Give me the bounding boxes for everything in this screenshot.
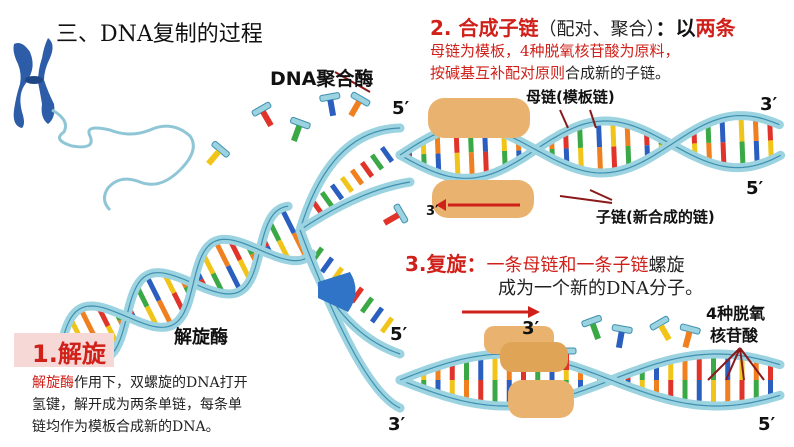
- fork-base: [359, 296, 375, 314]
- nucleotide-base: [658, 324, 672, 342]
- helicase-label: 解旋酶: [174, 327, 228, 348]
- nucleotide-sugar: [251, 101, 272, 117]
- nucleotide-base: [260, 110, 274, 128]
- fork-base: [369, 306, 385, 324]
- pointer-lines: [334, 71, 765, 381]
- nucleotide-base: [615, 331, 625, 349]
- fork-base: [379, 146, 395, 163]
- section2-heading-main: 2. 合成子链: [430, 16, 539, 40]
- fork-base: [339, 176, 355, 193]
- section1-heading: 1.解旋: [32, 340, 106, 368]
- fork-base: [319, 256, 335, 274]
- free-nucleotide: [348, 91, 371, 118]
- fork-base: [349, 168, 365, 186]
- section1-line3: 链均作为模板合成新的DNA。: [32, 419, 220, 435]
- section1-line1-rest: 作用下，双螺旋的DNA打开: [74, 375, 248, 391]
- dna-polymerase-label: DNA聚合酶: [270, 68, 374, 90]
- prime-3-upper-inner: 3′: [426, 204, 439, 219]
- parent-helix-base: [156, 299, 174, 327]
- section3-heading: 3.复旋：: [405, 252, 487, 276]
- section1-line1: 解旋酶作用下，双螺旋的DNA打开: [32, 372, 248, 392]
- chromatin-coil: [51, 108, 195, 212]
- parent-strand-label: 母链(模板链): [526, 88, 615, 106]
- section1-line2: 氢键，解开成为两条单链，每条单: [32, 397, 242, 413]
- section1-heading-box: [14, 333, 114, 367]
- nucleotide-base: [206, 149, 222, 166]
- parent-helix-base: [279, 206, 297, 235]
- free-nucleotide: [581, 314, 603, 340]
- parent-helix-base: [225, 264, 243, 293]
- nucleotide-base: [682, 331, 693, 349]
- section2-heading-paren: （配对、聚合）: [538, 19, 656, 40]
- fork-base: [359, 161, 375, 178]
- free-nucleotide: [679, 323, 701, 349]
- fork-base: [379, 316, 395, 334]
- page-title: 三、DNA复制的过程: [56, 22, 263, 47]
- free-nucleotide: [649, 315, 672, 342]
- prime-5-lower-right: 5′: [758, 414, 776, 435]
- section3-body-rest: 螺旋: [648, 255, 685, 276]
- free-nucleotide: [382, 203, 409, 226]
- nucleotide-base: [291, 124, 303, 142]
- section3-line1: 3.复旋：一条母链和一条子链螺旋: [405, 248, 685, 277]
- direction-arrows: [436, 199, 540, 318]
- nucleotide-sugar: [211, 140, 230, 158]
- chromosome-icon: [13, 38, 55, 128]
- free-nucleotide: [206, 140, 230, 166]
- prime-3-lower-left: 3′: [388, 414, 406, 435]
- fork-upper-inner-edge: [299, 181, 411, 231]
- nucleotide-base: [327, 99, 337, 117]
- section2-line2-red: 按碱基互补配对原则: [430, 64, 566, 82]
- backbones: [55, 111, 786, 413]
- parent-helix-base: [78, 307, 96, 335]
- nucleotides-label-line2: 核苷酸: [710, 326, 759, 345]
- prime-3-upper-right: 3′: [760, 94, 778, 115]
- section2-line1: 母链为模板，4种脱氧核苷酸为原料，: [430, 42, 680, 60]
- prime-3-lower-inner: 3′: [522, 318, 540, 339]
- dna-polymerase-lower: [484, 326, 574, 418]
- section2-heading-red: 两条: [695, 16, 736, 40]
- free-nucleotide: [319, 92, 341, 117]
- nucleotide-sugar: [611, 324, 633, 334]
- fork-lower-outer-edge: [299, 229, 401, 409]
- section2-line2: 按碱基互补配对原则合成新的子链。: [430, 62, 670, 83]
- section3-line2: 成为一个新的DNA分子。: [498, 278, 704, 299]
- nucleotide-sugar: [350, 91, 371, 107]
- fork-base: [319, 191, 335, 208]
- fork-upper-strand-edge: [299, 127, 401, 231]
- parent-helix-base: [144, 274, 162, 302]
- helicase-enzyme: [318, 272, 356, 312]
- section2-heading-rest: ：以: [655, 16, 696, 40]
- section2-heading: 2. 合成子链（配对、聚合）：以两条: [430, 12, 735, 41]
- daughter-strand-label: 子链(新合成的链): [596, 208, 715, 226]
- fork-upper-strand: [295, 123, 405, 235]
- parent-helix-base: [213, 239, 231, 268]
- fork-base: [369, 153, 385, 171]
- free-nucleotide: [251, 101, 274, 128]
- upper-daughter-helix-strand-a-edge: [399, 120, 781, 179]
- free-nucleotide: [611, 324, 633, 349]
- nucleotide-base: [348, 100, 362, 118]
- prime-5-lower-left: 5′: [390, 324, 408, 345]
- lower-daughter-helix-strand-a-edge: [399, 353, 781, 407]
- lower-daughter-helix-strand-b-edge: [399, 353, 781, 407]
- prime-5-upper-left: 5′: [392, 98, 410, 119]
- section1-line1-red: 解旋酶: [32, 375, 74, 391]
- free-nucleotide: [289, 116, 311, 142]
- section2-line2-rest: 合成新的子链。: [565, 64, 671, 82]
- nucleotide-base: [382, 212, 400, 226]
- nucleotide-base: [589, 322, 601, 340]
- parent-helix-strand-b-edge: [59, 238, 313, 351]
- fork-base: [329, 183, 345, 201]
- nucleotides-label-line1: 4种脱氧: [706, 304, 766, 323]
- section3-body-red: 一条母链和一条子链: [486, 255, 649, 276]
- prime-5-upper-right: 5′: [746, 178, 764, 199]
- nucleotide-sugar: [319, 92, 341, 102]
- dna-polymerase-upper: [428, 98, 534, 218]
